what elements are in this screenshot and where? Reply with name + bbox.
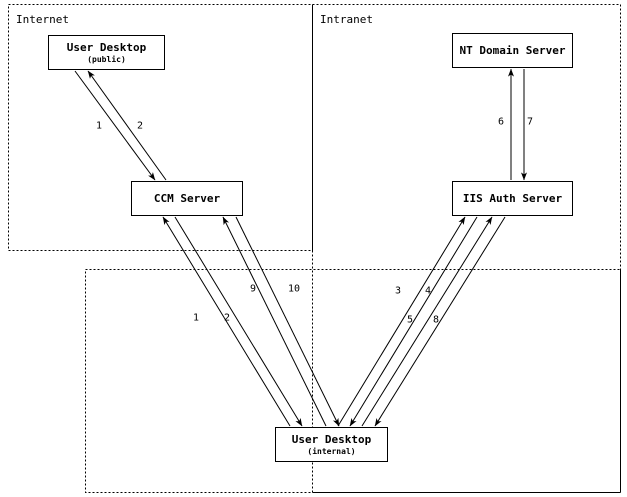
zone-label-intranet: Intranet (320, 13, 373, 26)
node-user-desktop-internal[interactable]: User Desktop(internal) (275, 427, 388, 462)
edges-group (74, 68, 527, 427)
edge-label-e6: 6 (497, 116, 505, 128)
node-title-ccm-server: CCM Server (153, 192, 221, 205)
edge-9-user-desktop-internal-to-ccm-server (222, 216, 327, 427)
edge-label-e9: 9 (249, 283, 257, 295)
zone-boundary-internet (8, 4, 313, 251)
edge-label-e8: 8 (432, 314, 440, 326)
node-title-nt-domain-server: NT Domain Server (459, 44, 566, 57)
edge-1-user-desktop-public-to-ccm-server (74, 70, 156, 181)
edge-label-e1b: 1 (192, 312, 200, 324)
node-title-iis-auth-server: IIS Auth Server (462, 192, 563, 205)
edge-3-user-desktop-internal-to-iis-auth-server (337, 216, 466, 427)
edge-1-user-desktop-internal-to-ccm-server (162, 216, 291, 427)
node-subtitle-user-desktop-public: (public) (87, 54, 126, 64)
zone-boundary-intranet (312, 4, 621, 493)
node-iis-auth-server[interactable]: IIS Auth Server (452, 181, 573, 216)
node-subtitle-user-desktop-internal: (internal) (307, 446, 356, 456)
edge-2-ccm-server-to-user-desktop-public (87, 70, 167, 181)
edge-label-e10: 10 (287, 283, 301, 295)
node-ccm-server[interactable]: CCM Server (131, 181, 243, 216)
edge-label-e5: 5 (406, 314, 414, 326)
edge-5-user-desktop-internal-to-iis-auth-server (361, 216, 493, 427)
edge-8-iis-auth-server-to-user-desktop-internal (374, 216, 506, 427)
node-title-user-desktop-public: User Desktop (66, 40, 147, 54)
node-user-desktop-public[interactable]: User Desktop(public) (48, 35, 165, 70)
edge-10-ccm-server-to-user-desktop-internal (235, 216, 340, 427)
edge-label-e3: 3 (394, 285, 402, 297)
edge-label-e1: 1 (95, 120, 103, 132)
node-nt-domain-server[interactable]: NT Domain Server (452, 33, 573, 68)
zones-group (8, 4, 621, 493)
node-title-user-desktop-internal: User Desktop (291, 432, 372, 446)
edge-label-e2: 2 (136, 120, 144, 132)
edge-4-iis-auth-server-to-user-desktop-internal (349, 216, 478, 427)
zone-label-internet: Internet (16, 13, 69, 26)
edge-2-ccm-server-to-user-desktop-internal (174, 216, 303, 427)
edge-label-e4: 4 (424, 285, 432, 297)
edge-label-e2b: 2 (223, 312, 231, 324)
zone-boundary-lan (85, 269, 621, 493)
edge-label-e7: 7 (526, 116, 534, 128)
